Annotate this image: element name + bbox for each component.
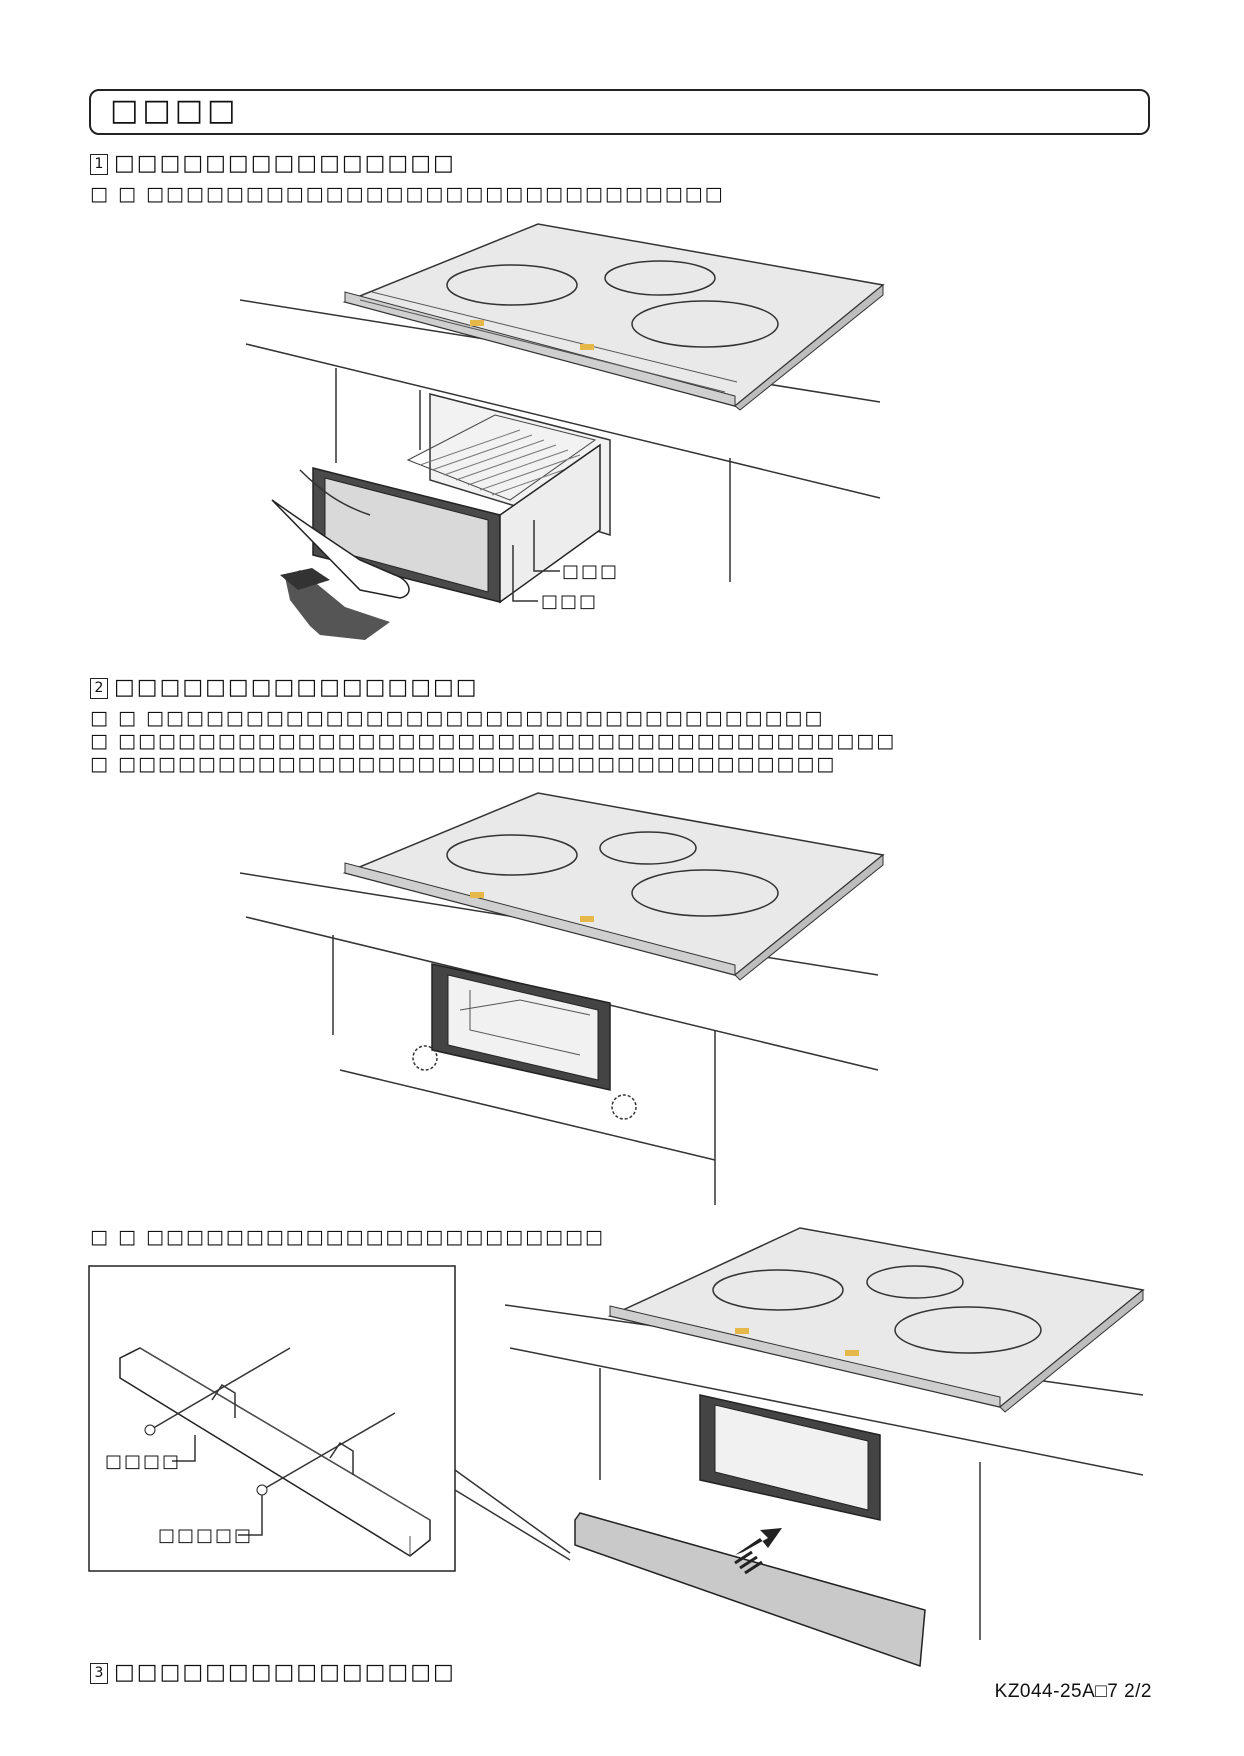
step-1-note: □ □ □□□□□□□□□□□□□□□□□□□□□□□□□□□□□ xyxy=(90,183,725,205)
step-3-number: 3 xyxy=(90,1663,108,1684)
drawer-callout-label-b: □□□ xyxy=(541,591,599,612)
figure-3-cooktop-trim-install xyxy=(504,1227,1145,1668)
inset-label-a: □□□□ xyxy=(105,1451,182,1472)
inset-label-b: □□□□□ xyxy=(158,1525,254,1546)
section-header-box xyxy=(89,89,1150,135)
step-2-heading: 2 □□□□□□□□□□□□□□□□ xyxy=(90,676,479,700)
step-2-number: 2 xyxy=(90,678,108,699)
figure-2-cooktop-cavity xyxy=(239,792,885,1205)
step-1-title: □□□□□□□□□□□□□□□ xyxy=(114,151,456,176)
step-2-note-4: □ □ □□□□□□□□□□□□□□□□□□□□□□□ xyxy=(90,1226,605,1248)
section-title: □□□□ xyxy=(110,93,240,128)
document-code: KZ044-25A□7 2/2 xyxy=(994,1681,1152,1702)
step-1-number: 1 xyxy=(90,154,108,175)
step-1-heading: 1 □□□□□□□□□□□□□□□ xyxy=(90,152,456,176)
step-2-note-2: □ □□□□□□□□□□□□□□□□□□□□□□□□□□□□□□□□□□□□□□… xyxy=(90,730,897,752)
step-2-note-3: □ □□□□□□□□□□□□□□□□□□□□□□□□□□□□□□□□□□□□ xyxy=(90,753,837,775)
figure-1-cooktop-drawer-open xyxy=(239,223,885,640)
step-3-heading: 3 □□□□□□□□□□□□□□□ xyxy=(90,1661,456,1685)
drawer-callout-label-a: □□□ xyxy=(562,561,620,582)
step-2-title: □□□□□□□□□□□□□□□□ xyxy=(114,675,479,700)
step-3-title: □□□□□□□□□□□□□□□ xyxy=(114,1660,456,1685)
figure-3-inset-trim-detail xyxy=(88,1265,571,1572)
step-2-note-1: □ □ □□□□□□□□□□□□□□□□□□□□□□□□□□□□□□□□□□ xyxy=(90,707,825,729)
